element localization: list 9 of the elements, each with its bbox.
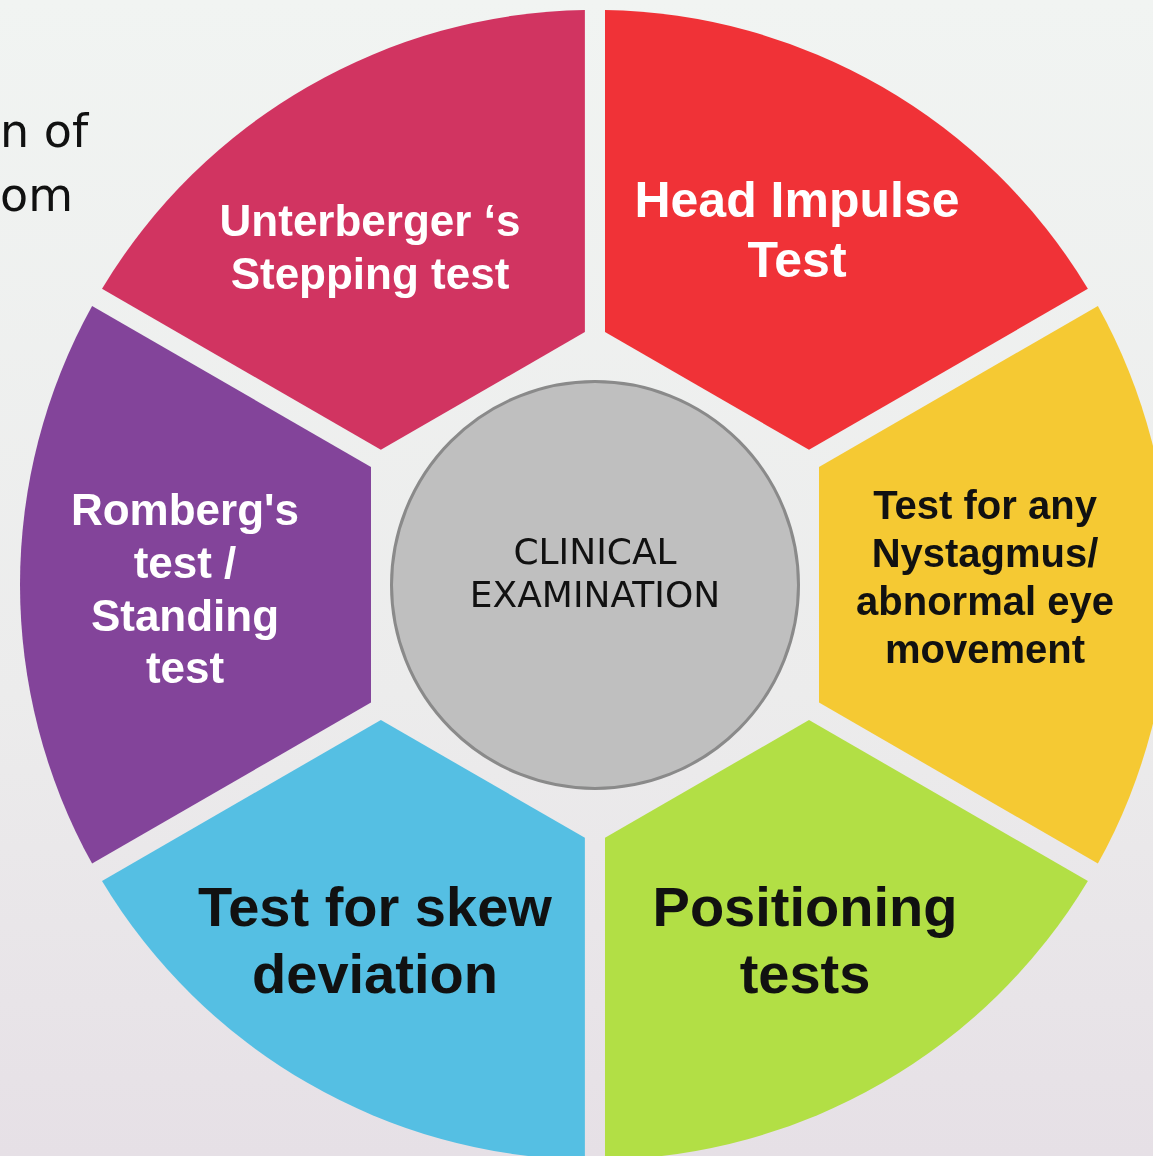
segment-label: Positioning tests: [651, 873, 959, 1007]
segment-label: Test for any Nystagmus/ abnormal eye movement: [855, 482, 1115, 673]
segment-label: Romberg's test / Standing test: [69, 484, 301, 695]
segment-label: Test for skew deviation: [197, 873, 553, 1007]
segment-label: Head Impulse Test: [633, 171, 961, 290]
text-fragment: om: [0, 172, 73, 218]
text-fragment: n of: [0, 108, 89, 154]
center-label: CLINICAL EXAMINATION: [468, 529, 722, 617]
segment-label: Unterberger ‘s Stepping test: [218, 195, 522, 300]
